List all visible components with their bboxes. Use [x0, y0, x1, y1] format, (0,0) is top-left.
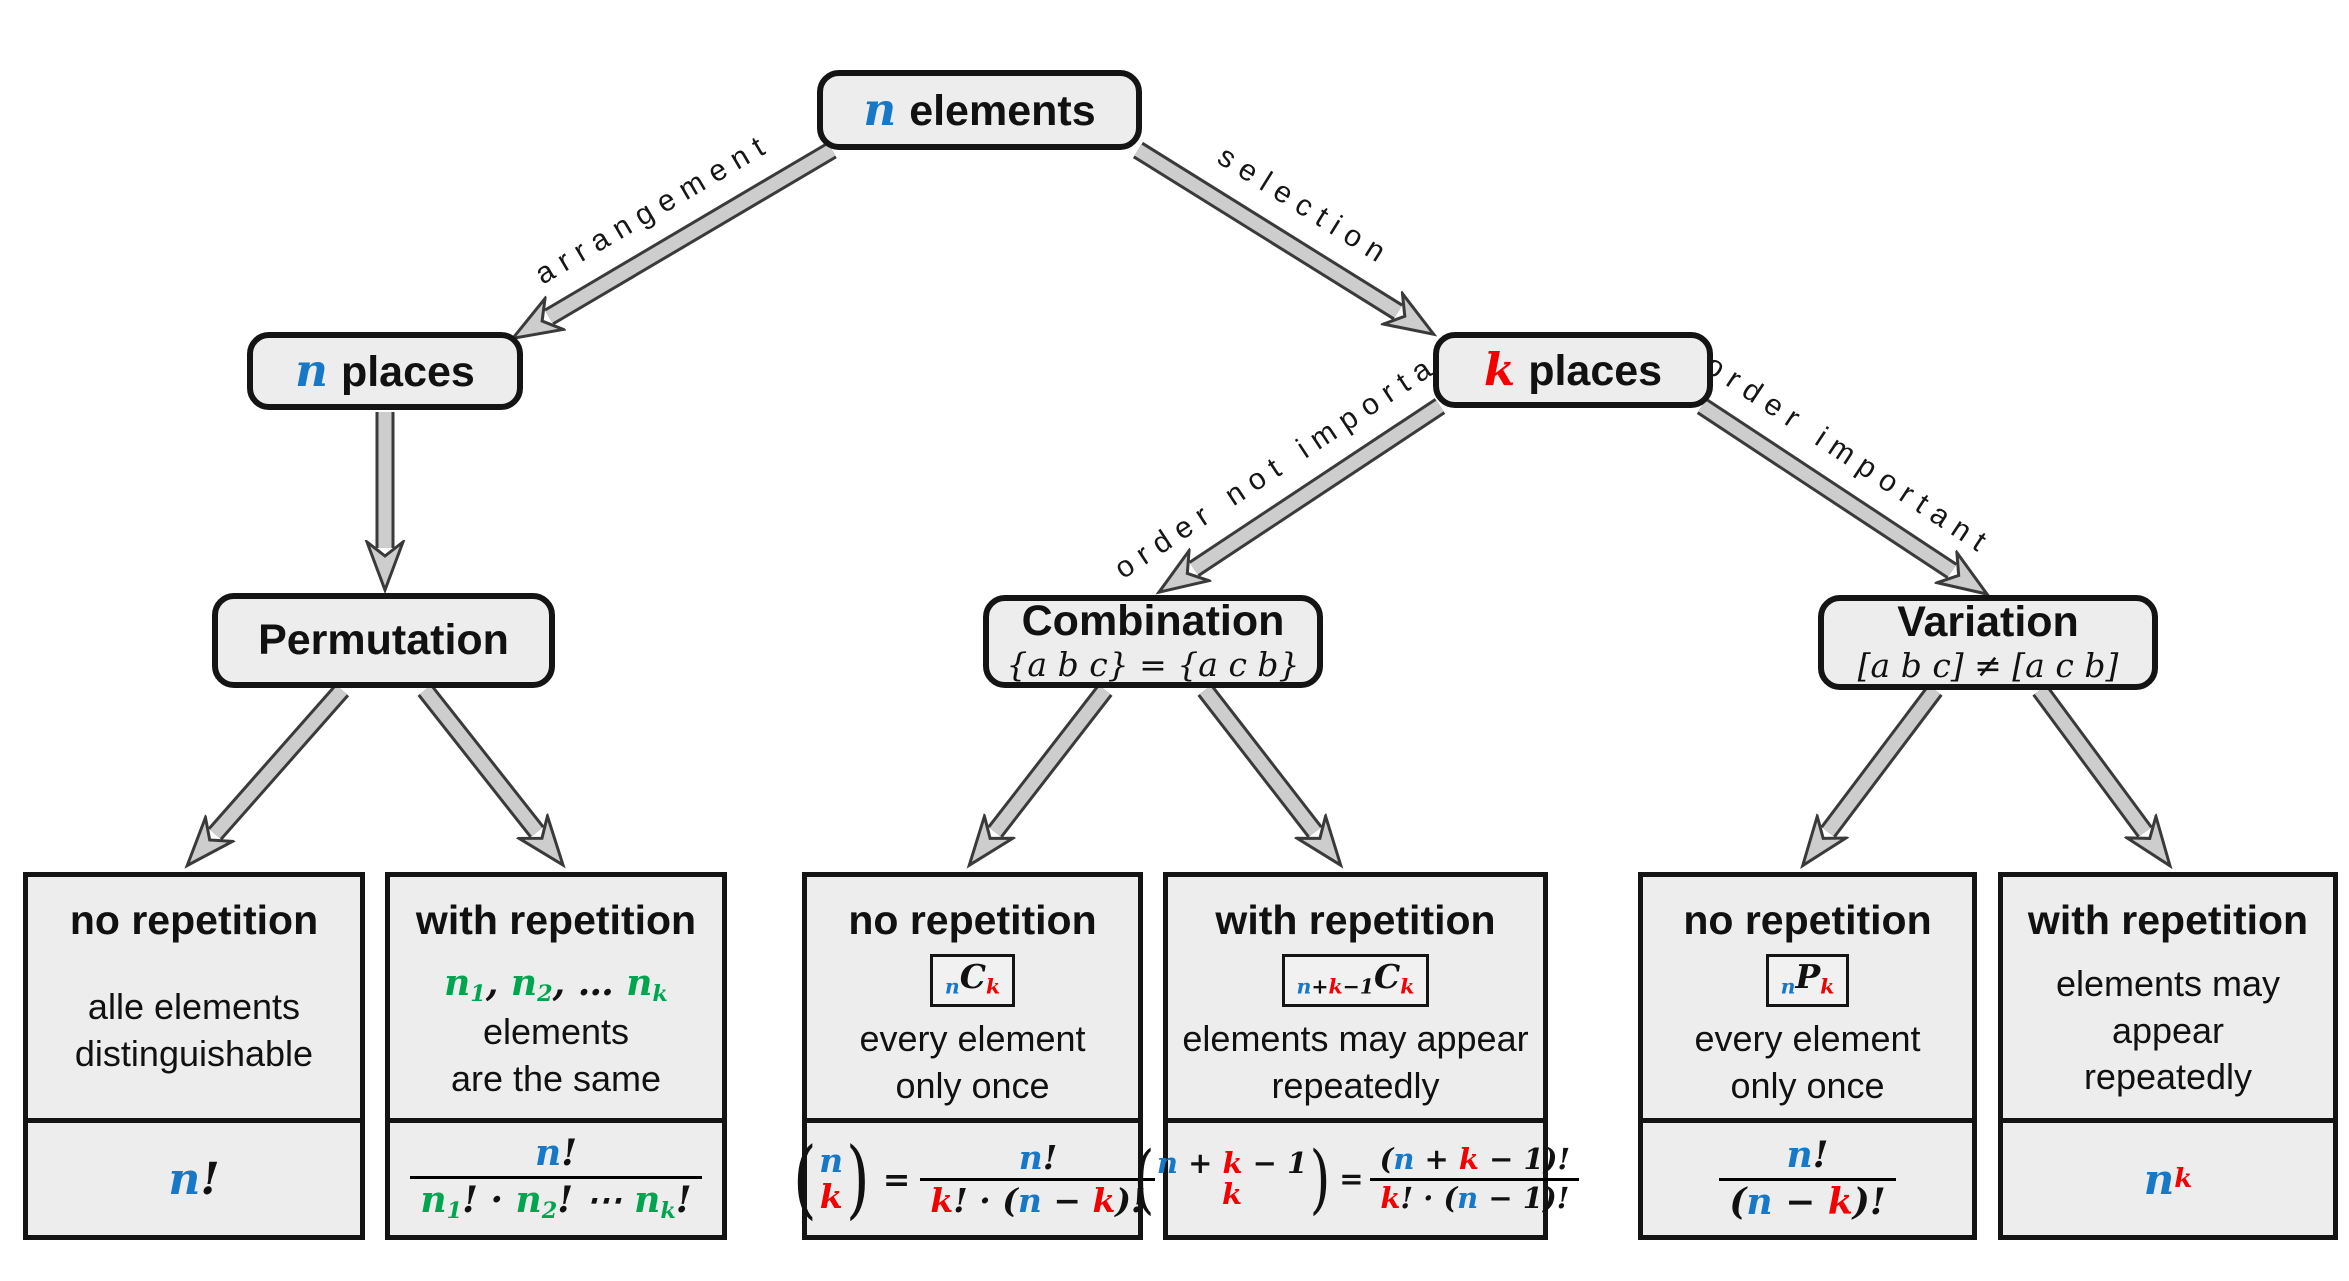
desc-line: elements may appear	[1182, 1017, 1529, 1059]
arrow-combination-to-no-repetition	[995, 684, 1113, 832]
leaf-formula: n!	[28, 1118, 360, 1235]
nCk-badge: nCk	[929, 954, 1016, 1008]
close-paren: )	[846, 1129, 870, 1228]
node-subtitle: [a b c] ≠ [a c b]	[1857, 646, 2119, 686]
leaf-variation-no-repetition: no repetition nPk every element only onc…	[1638, 872, 1977, 1240]
desc-line: alle elements	[87, 986, 301, 1028]
node-title: Variation	[1897, 597, 2079, 646]
desc-line: only once	[895, 1064, 1050, 1106]
arrow-permutation-to-with-repetition	[417, 684, 537, 832]
desc-line: repeatedly	[2083, 1056, 2253, 1098]
leaf-header: with repetition	[1215, 897, 1496, 943]
leaf-permutation-with-repetition: with repetition n1, n2, … nk elements ar…	[385, 872, 727, 1240]
desc-line: repeatedly	[1271, 1064, 1440, 1106]
desc-line: every element	[859, 1017, 1086, 1059]
arrow-k-places-to-combination	[1194, 398, 1446, 569]
arrow-k-places-to-variation	[1696, 398, 1952, 571]
leaf-header: with repetition	[415, 897, 697, 943]
desc-line: distinguishable	[74, 1033, 314, 1074]
leaf-formula: n!n1! · n2! ⋯ nk!	[390, 1118, 722, 1235]
leaf-description: n1, n2, … nk elements are the same	[390, 944, 722, 1118]
arrow-permutation-to-no-repetition	[215, 683, 350, 834]
desc-line: only once	[1730, 1064, 1885, 1106]
n-plus-k-minus-1-Ck-badge: n+k−1Ck	[1281, 954, 1430, 1008]
desc-line: are the same	[450, 1057, 662, 1099]
leaf-description: every element only once	[1694, 1007, 1920, 1118]
node-permutation: Permutation	[212, 593, 555, 688]
node-variation: Variation [a b c] ≠ [a c b]	[1818, 595, 2158, 690]
node-combination: Combination {a b c} = {a c b}	[983, 595, 1323, 688]
leaf-header: with repetition	[2027, 897, 2309, 943]
leaf-description: elements may appear repeatedly	[1182, 1007, 1528, 1118]
open-paren: (	[792, 1129, 817, 1228]
close-paren: )	[1309, 1134, 1331, 1223]
arrow-variation-to-with-repetition	[2032, 684, 2145, 832]
node-subtitle: {a b c} = {a c b}	[1006, 645, 1300, 685]
desc-line: every element	[1694, 1017, 1921, 1059]
desc-line: elements may appear	[2055, 962, 2281, 1051]
arrow-combination-to-with-repetition	[1197, 684, 1315, 832]
leaf-header: no repetition	[69, 897, 319, 943]
desc-line: n1, n2, … nk elements	[444, 961, 668, 1052]
leaf-header: no repetition	[1683, 897, 1932, 943]
node-title: Combination	[1021, 596, 1285, 645]
leaf-combination-with-repetition: with repetition n+k−1Ck elements may app…	[1133, 872, 1580, 1240]
arrow-root-to-k-places	[1132, 141, 1398, 312]
leaf-permutation-no-repetition: no repetition alle elements distinguisha…	[23, 872, 365, 1240]
open-paren: (	[1133, 1134, 1155, 1223]
leaf-description: every element only once	[859, 1007, 1085, 1118]
arrow-root-to-n-places	[549, 141, 837, 317]
leaf-description: alle elements distinguishable	[75, 944, 313, 1118]
arrow-variation-to-no-repetition	[1828, 684, 1943, 832]
node-title: Permutation	[258, 615, 509, 664]
leaf-combination-no-repetition: no repetition nCk every element only onc…	[792, 872, 1156, 1240]
leaf-description: elements may appear repeatedly	[2003, 944, 2333, 1118]
nPk-badge: nPk	[1765, 954, 1850, 1008]
leaf-header: no repetition	[848, 897, 1097, 943]
leaf-formula: n!(n − k)!	[1643, 1118, 1972, 1235]
leaf-variation-with-repetition: with repetition elements may appear repe…	[1998, 872, 2338, 1240]
